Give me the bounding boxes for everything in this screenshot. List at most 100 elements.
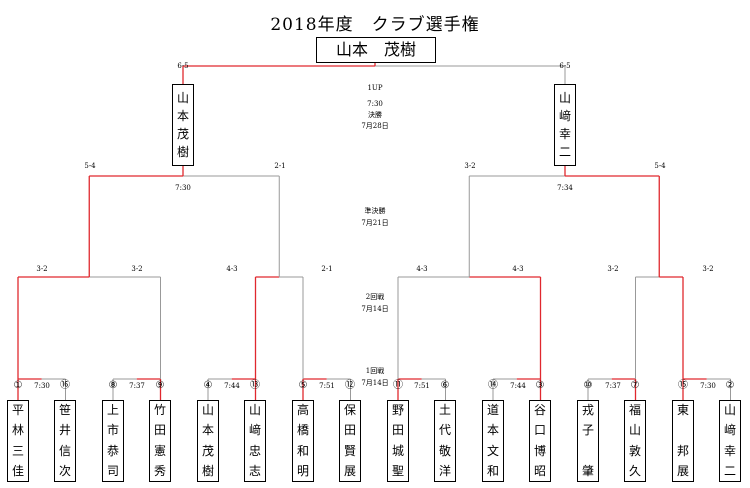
r1-time: 7:37 <box>605 382 621 390</box>
player-name-char: 土 <box>438 403 451 417</box>
player-name-char: 樹 <box>201 463 214 478</box>
sf-right-score-b: 5-4 <box>654 162 666 170</box>
seed-number: ⑮ <box>678 380 688 391</box>
player-box: 平 林 三 佳 <box>7 400 29 482</box>
final-time: 7:30 <box>367 100 383 108</box>
player-name-char: 保 <box>343 403 356 417</box>
player-box: 竹 田 憲 秀 <box>149 400 171 482</box>
finalist-char: 山 <box>558 90 571 105</box>
sf-date: 7月21日 <box>361 219 389 227</box>
final-score-right: 6-5 <box>559 62 571 70</box>
r1-time: 7:51 <box>319 382 335 390</box>
player-name-char: 谷 <box>533 403 546 417</box>
r1-round-label: 1回戦 <box>365 367 385 375</box>
player-name-char: 高 <box>296 403 309 417</box>
player-name-char: 聖 <box>391 463 404 478</box>
player-name-char: 野 <box>391 403 404 417</box>
player-name-char: 代 <box>438 423 451 438</box>
player-name-char: 田 <box>153 423 166 438</box>
seed-number: ⑬ <box>250 380 260 391</box>
player-name-char: 戎 <box>581 403 594 417</box>
player-box: 上 市 恭 司 <box>102 400 124 482</box>
finalist-char: 﨑 <box>558 108 571 123</box>
player-name-char: 竹 <box>153 403 166 417</box>
final-date: 7月28日 <box>361 122 389 130</box>
finalist-left: 山 本 茂 樹 <box>172 84 194 166</box>
sf-left-score-b: 2-1 <box>274 162 286 170</box>
player-box: 谷 口 博 昭 <box>529 400 551 482</box>
player-box: 東 邦 展 <box>672 400 694 482</box>
player-name-char: 展 <box>676 463 689 478</box>
player-name-char: 二 <box>723 463 736 478</box>
player-name-char: 文 <box>486 443 499 458</box>
player-name-char: 茂 <box>201 443 214 458</box>
seed-number: ⑧ <box>108 380 118 391</box>
player-name-char: 東 <box>676 403 689 417</box>
player-name-char: 昭 <box>533 463 546 478</box>
r1-date: 7月14日 <box>361 379 389 387</box>
player-name-char: 信 <box>58 443 71 458</box>
r2-score: 2-1 <box>321 265 333 273</box>
r1-time: 7:30 <box>34 382 50 390</box>
r1-time: 7:51 <box>414 382 430 390</box>
champion-box: 山本 茂樹 <box>316 37 436 63</box>
r1-time: 7:44 <box>510 382 526 390</box>
player-box: 保 田 賢 展 <box>339 400 361 482</box>
r1-time: 7:37 <box>129 382 145 390</box>
player-name-char: 市 <box>106 423 119 438</box>
player-name-char: 三 <box>11 443 24 458</box>
r2-score: 3-2 <box>36 265 48 273</box>
finalist-char: 山 <box>176 90 189 105</box>
sf-left-time: 7:30 <box>175 184 191 192</box>
player-name-char: 佳 <box>11 463 24 478</box>
r2-score: 3-2 <box>702 265 714 273</box>
r2-score: 4-3 <box>416 265 428 273</box>
player-name-char: 福 <box>628 403 641 417</box>
sf-right-time: 7:34 <box>557 184 573 192</box>
seed-number: ⑥ <box>440 380 450 391</box>
sf-round-label: 準決勝 <box>364 207 386 215</box>
player-name-char: 﨑 <box>248 423 261 438</box>
player-name-char: 井 <box>58 423 71 438</box>
seed-number: ⑪ <box>393 380 403 391</box>
r2-date: 7月14日 <box>361 305 389 313</box>
player-name-char: 明 <box>296 463 309 478</box>
player-name-char: 橋 <box>296 423 309 438</box>
r2-score: 4-3 <box>226 265 238 273</box>
player-name-char: 山 <box>248 403 261 417</box>
player-name-char: 田 <box>343 423 356 438</box>
player-name-char: 子 <box>581 423 594 438</box>
finalist-char: 樹 <box>176 144 189 159</box>
final-note: 1UP <box>367 84 383 92</box>
player-name-char: 恭 <box>106 443 119 458</box>
page-title: 2018年度 クラブ選手権 <box>270 15 480 35</box>
player-name-char: 幸 <box>723 443 736 458</box>
r2-score: 4-3 <box>512 265 524 273</box>
seed-number: ⑦ <box>630 380 640 391</box>
player-name-char: 城 <box>391 443 404 458</box>
player-name-char: 賢 <box>343 443 356 458</box>
seed-number: ⑭ <box>488 380 498 391</box>
seed-number: ④ <box>203 380 213 391</box>
player-name-char: 林 <box>11 423 24 438</box>
sf-left-score-a: 5-4 <box>84 162 96 170</box>
final-score-left: 6-5 <box>177 62 189 70</box>
seed-number: ⑤ <box>298 380 308 391</box>
player-name-char: 秀 <box>153 463 166 478</box>
player-name-char: 本 <box>201 423 214 438</box>
player-name-char: 笹 <box>58 403 71 417</box>
player-name-char: 山 <box>628 423 641 438</box>
r1-time: 7:30 <box>700 382 716 390</box>
player-box: 野 田 城 聖 <box>387 400 409 482</box>
player-name-char: 田 <box>391 423 404 438</box>
final-round-label: 決勝 <box>368 111 382 119</box>
r2-score: 3-2 <box>607 265 619 273</box>
seed-number: ⑯ <box>60 380 70 391</box>
player-name-char: 上 <box>106 403 119 417</box>
player-name-char: 本 <box>486 423 499 438</box>
player-name-char: 﨑 <box>723 423 736 438</box>
player-box: 道 本 文 和 <box>482 400 504 482</box>
player-box: 戎 子 肇 <box>577 400 599 482</box>
seed-number: ⑩ <box>583 380 593 391</box>
